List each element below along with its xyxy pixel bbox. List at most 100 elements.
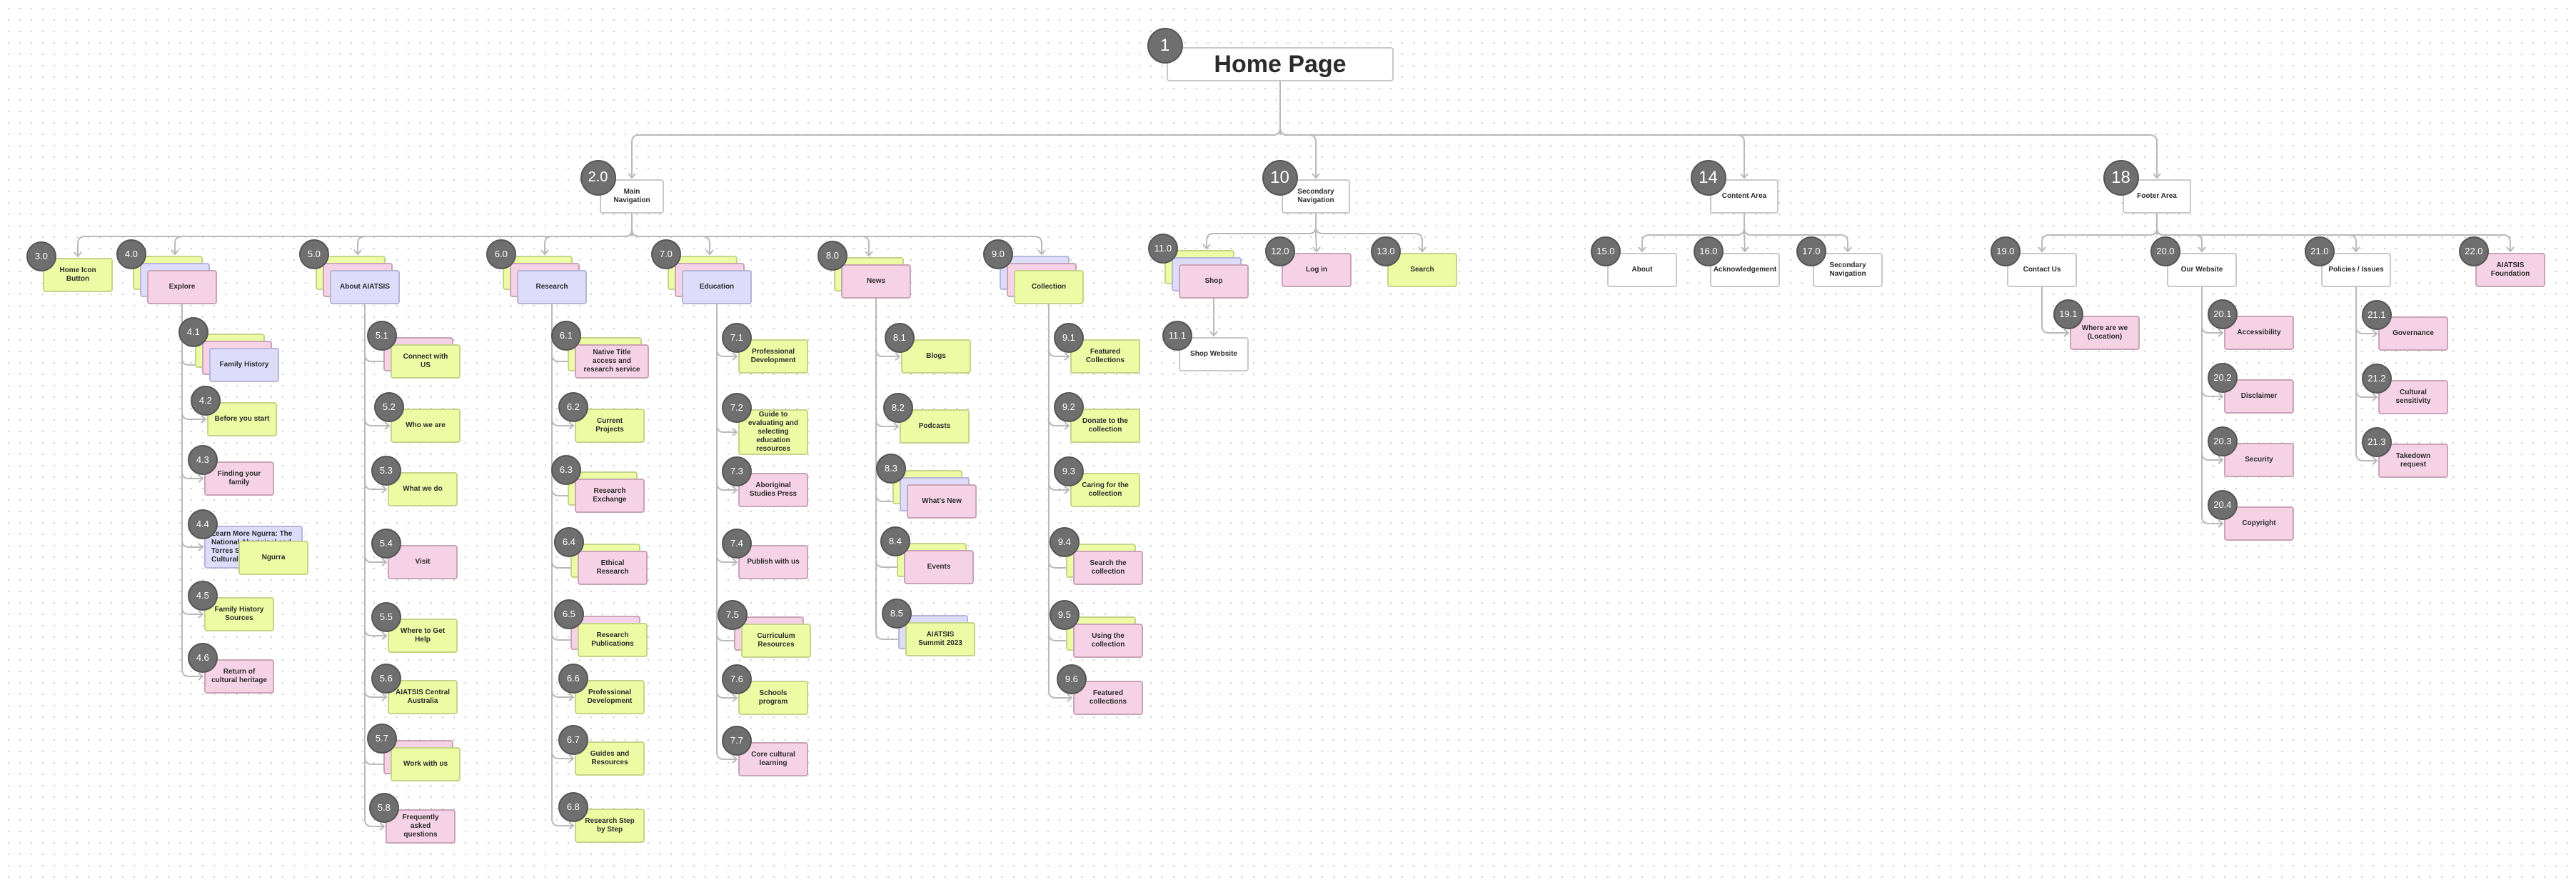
node-label: Accessibility xyxy=(2237,329,2281,336)
number-badge: 6.4 xyxy=(553,526,584,557)
connector-line xyxy=(381,558,388,566)
connector-line xyxy=(2063,329,2070,337)
node-aiatsis-summit-2023[interactable]: AIATSIS Summit 2023 xyxy=(905,622,975,656)
number-badge: 10 xyxy=(1262,159,1298,196)
node-secondary-navigation[interactable]: Secondary Navigation xyxy=(1813,253,1883,287)
node-using-the-collection[interactable]: Using the collection xyxy=(1073,624,1143,658)
node-label: Main Navigation xyxy=(613,188,650,204)
connector-line xyxy=(201,415,207,424)
node-home-page[interactable]: Home Page xyxy=(1167,47,1394,81)
node-where-are-we-location[interactable]: Where are we (Location) xyxy=(2070,316,2140,350)
connector-line xyxy=(1315,233,1317,252)
connector-line xyxy=(381,485,388,494)
node-professional-development[interactable]: Professional Development xyxy=(738,339,808,374)
node-label: Where are we (Location) xyxy=(2081,324,2128,341)
node-label: Family History xyxy=(219,361,269,369)
node-return-of-cultural-heritage[interactable]: Return of cultural heritage xyxy=(204,659,274,694)
node-label: Log in xyxy=(1306,266,1327,274)
number-badge: 8.3 xyxy=(875,453,906,484)
number-badge: 21.0 xyxy=(2304,236,2335,266)
node-connect-with-us[interactable]: Connect with US xyxy=(391,344,461,379)
connector-line xyxy=(568,821,575,830)
connector-line xyxy=(1741,246,1749,253)
connector-line xyxy=(705,249,714,256)
node-takedown-request[interactable]: Takedown request xyxy=(2378,444,2448,478)
node-search-the-collection[interactable]: Search the collection xyxy=(1073,551,1143,585)
node-explore[interactable]: Explore xyxy=(147,270,217,304)
node-label: Shop xyxy=(1204,277,1223,285)
number-badge: 16.0 xyxy=(1693,236,1724,266)
node-aiatsis-foundation[interactable]: AIATSIS Foundation xyxy=(2475,253,2545,287)
connector-line xyxy=(2372,456,2378,465)
node-label: What we do xyxy=(403,485,443,493)
node-governance[interactable]: Governance xyxy=(2378,316,2448,351)
number-badge: 22.0 xyxy=(2458,236,2489,266)
node-label: Native Title access and research service xyxy=(583,349,640,374)
node-label: Research xyxy=(535,283,568,291)
connector-line xyxy=(384,421,391,430)
number-badge: 4.2 xyxy=(190,385,221,416)
number-badge: 5.1 xyxy=(366,320,397,351)
node-label: Work with us xyxy=(403,760,448,768)
node-label: Events xyxy=(927,563,951,571)
connector-line xyxy=(732,558,738,566)
connector-line xyxy=(198,610,204,619)
connector-line xyxy=(628,173,636,179)
connector-line xyxy=(2153,173,2161,179)
node-label: Security xyxy=(2245,456,2273,464)
number-badge: 6.1 xyxy=(550,320,581,351)
node-what-s-new[interactable]: What's New xyxy=(907,484,977,519)
connector-line xyxy=(893,422,900,431)
node-label: Search the collection xyxy=(1090,559,1127,576)
number-badge: 7.5 xyxy=(717,599,748,630)
node-curriculum-resources[interactable]: Curriculum Resources xyxy=(741,624,811,658)
connector-line xyxy=(1740,173,1749,179)
node-education[interactable]: Education xyxy=(682,270,752,304)
node-cultural-sensitivity[interactable]: Cultural sensitivity xyxy=(2378,380,2448,414)
connector-line xyxy=(2038,246,2046,253)
connector-line xyxy=(1209,331,1218,337)
node-shop[interactable]: Shop xyxy=(1179,264,1249,299)
connector-line xyxy=(2198,246,2206,253)
node-research[interactable]: Research xyxy=(517,270,587,304)
connector-line xyxy=(1064,421,1070,430)
node-label: Family History Sources xyxy=(214,606,264,622)
number-badge: 20.3 xyxy=(2207,426,2238,456)
node-ethical-research[interactable]: Ethical Research xyxy=(578,551,648,585)
node-label: AIATSIS Summit 2023 xyxy=(918,631,962,647)
node-blogs[interactable]: Blogs xyxy=(901,339,971,374)
node-label: Research Step by Step xyxy=(585,817,635,834)
node-research-publications[interactable]: Research Publications xyxy=(578,623,648,657)
connector-line xyxy=(2218,392,2224,401)
node-events[interactable]: Events xyxy=(904,550,974,584)
node-label: Copyright xyxy=(2242,519,2276,527)
node-family-history[interactable]: Family History xyxy=(209,348,279,382)
connector-line xyxy=(198,474,204,483)
connector-line xyxy=(198,543,204,551)
connector-line xyxy=(2218,519,2224,528)
number-badge: 8.1 xyxy=(884,322,915,353)
number-badge: 9.6 xyxy=(1056,664,1087,694)
node-label: Caring for the collection xyxy=(1082,481,1129,498)
node-label: Professional Development xyxy=(750,348,796,364)
connector-line xyxy=(2041,227,2158,251)
node-before-you-start[interactable]: Before you start xyxy=(207,402,277,436)
number-badge: 7.3 xyxy=(721,456,752,486)
number-badge: 5.6 xyxy=(371,663,401,694)
node-collection[interactable]: Collection xyxy=(1014,270,1084,304)
node-research-exchange[interactable]: Research Exchange xyxy=(575,479,645,513)
node-news[interactable]: News xyxy=(841,264,911,299)
number-badge: 11.1 xyxy=(1162,320,1192,351)
node-ngurra-overlay[interactable]: Ngurra xyxy=(238,541,308,575)
node-podcasts[interactable]: Podcasts xyxy=(900,409,970,444)
node-native-title-access-and-research-service[interactable]: Native Title access and research service xyxy=(575,344,649,379)
connector-line xyxy=(1312,246,1321,253)
connector-line xyxy=(381,693,388,701)
number-badge: 6.8 xyxy=(558,791,588,822)
node-guide-to-evaluating-and-selecting-education-resources[interactable]: Guide to evaluating and selecting educat… xyxy=(738,409,808,455)
number-badge: 6.2 xyxy=(558,391,588,422)
node-work-with-us[interactable]: Work with us xyxy=(391,747,461,781)
node-about-aiatsis[interactable]: About AIATSIS xyxy=(330,270,400,304)
node-label: Using the collection xyxy=(1091,632,1125,649)
